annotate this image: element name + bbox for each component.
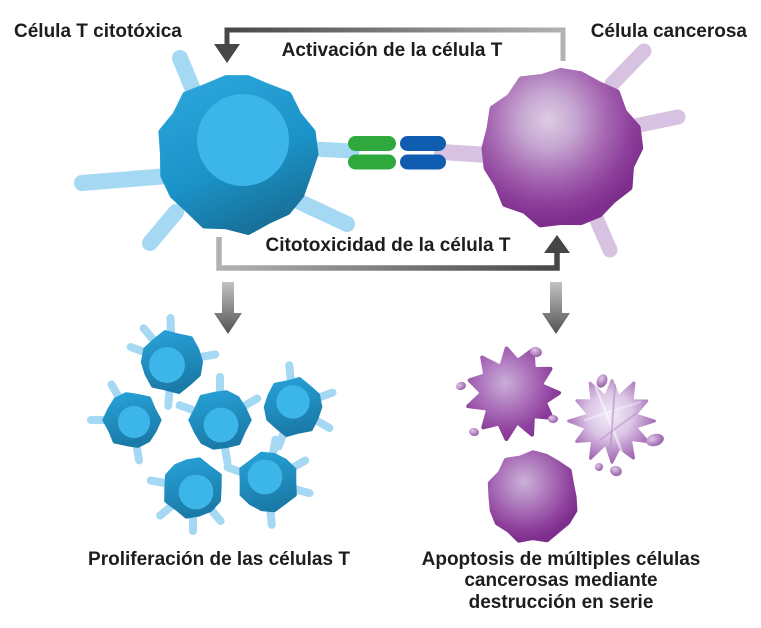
apoptosis-label-line2: cancerosas mediante bbox=[464, 570, 658, 592]
cancer-cell-illustration bbox=[434, 43, 686, 258]
activation-arrow bbox=[214, 27, 566, 63]
apoptosis-label-line3: destrucción en serie bbox=[468, 591, 654, 613]
t-cell-nucleus bbox=[197, 94, 289, 186]
cytotoxicity-arrow bbox=[216, 235, 570, 271]
apoptotic-droplet bbox=[530, 346, 542, 358]
apoptosis-label: Apoptosis de múltiples células cancerosa… bbox=[402, 549, 720, 613]
cytotoxicity-arrow-label: Citotoxicidad de la célula T bbox=[265, 235, 511, 256]
cancer-cell-label: Célula cancerosa bbox=[590, 21, 747, 42]
t-cell-small bbox=[87, 380, 162, 465]
t-cell-label: Célula T citotóxica bbox=[14, 21, 182, 42]
apoptotic-splat bbox=[466, 346, 561, 441]
arrowhead-down-icon bbox=[214, 44, 240, 63]
activation-arrow-label: Activación de la célula T bbox=[281, 40, 503, 61]
down-arrow-left bbox=[214, 282, 242, 334]
apoptotic-cancer-cells bbox=[456, 346, 664, 543]
apoptotic-round-cell bbox=[487, 450, 578, 543]
apoptotic-droplet bbox=[646, 433, 664, 447]
t-cell-small bbox=[146, 457, 225, 535]
apoptotic-droplet bbox=[548, 415, 558, 423]
arrowhead-up-icon bbox=[544, 235, 570, 253]
apoptotic-droplet bbox=[595, 463, 603, 471]
t-cell-small bbox=[175, 373, 262, 467]
receptor-complex bbox=[348, 136, 446, 170]
apoptosis-label-line1: Apoptosis de múltiples células bbox=[421, 549, 701, 570]
t-cell-small bbox=[223, 435, 314, 529]
t-cell-illustration bbox=[74, 50, 360, 251]
apoptotic-droplet bbox=[596, 374, 608, 388]
t-cell-small bbox=[126, 314, 220, 410]
proliferation-label: Proliferación de las células T bbox=[88, 549, 350, 570]
t-cell-small bbox=[263, 361, 337, 451]
down-arrow-right bbox=[542, 282, 570, 334]
t-cell-cluster bbox=[87, 314, 337, 535]
apoptotic-droplet bbox=[456, 381, 466, 391]
apoptotic-droplet bbox=[610, 465, 622, 477]
apoptotic-droplet bbox=[469, 427, 479, 437]
